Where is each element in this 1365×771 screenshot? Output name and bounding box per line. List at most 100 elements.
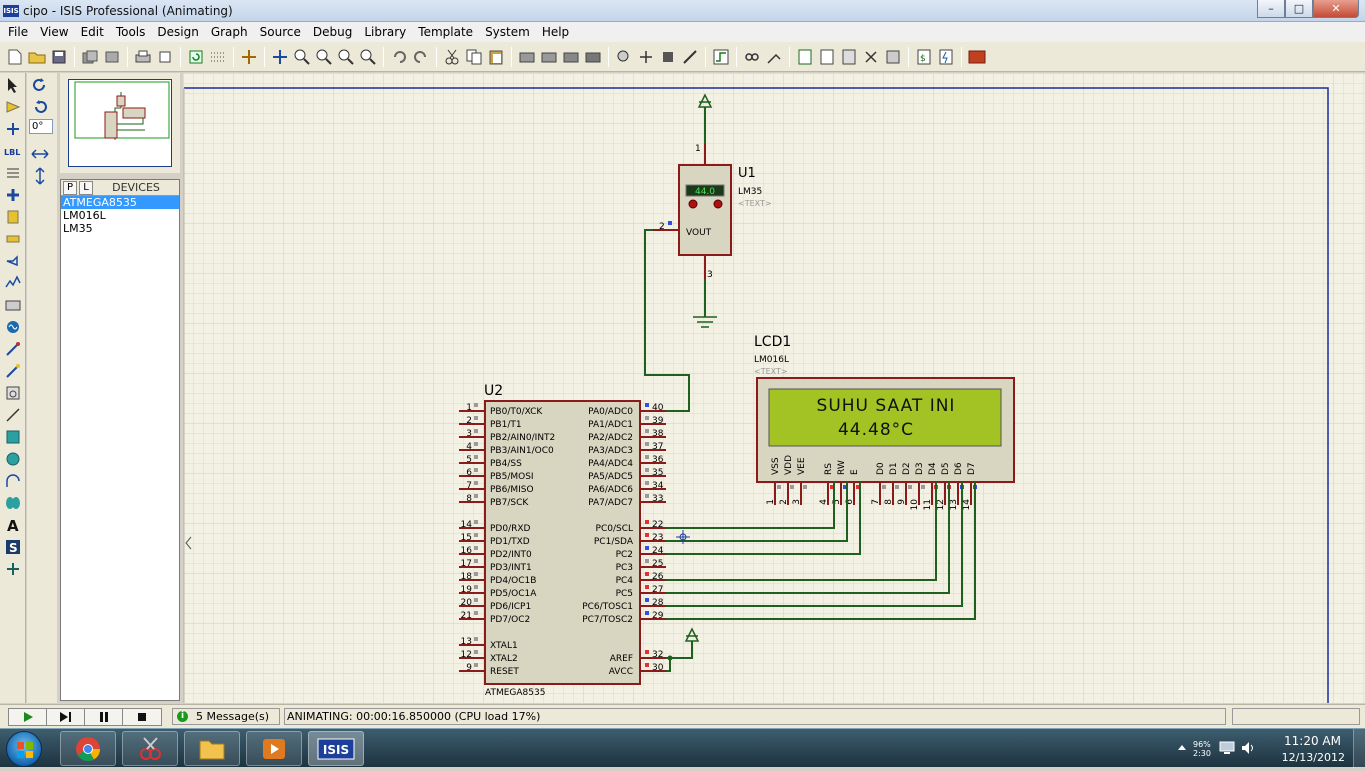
origin-icon[interactable] xyxy=(239,47,259,67)
menu-graph[interactable]: Graph xyxy=(210,25,248,39)
tape-recorder-icon[interactable] xyxy=(2,295,24,315)
open-folder-icon[interactable] xyxy=(27,47,47,67)
pick-from-library-button[interactable]: P xyxy=(63,180,77,195)
menu-help[interactable]: Help xyxy=(541,25,570,39)
package-tool-icon[interactable] xyxy=(658,47,678,67)
wire-autorouter-icon[interactable] xyxy=(711,47,731,67)
message-log-button[interactable]: i 5 Message(s) xyxy=(172,708,280,725)
new-sheet-icon[interactable] xyxy=(817,47,837,67)
zoom-in-icon[interactable] xyxy=(292,47,312,67)
menu-edit[interactable]: Edit xyxy=(80,25,104,39)
device-pins-icon[interactable] xyxy=(2,251,24,271)
pick-device-icon[interactable] xyxy=(614,47,634,67)
bill-of-materials-icon[interactable]: $ xyxy=(914,47,934,67)
menu-design[interactable]: Design xyxy=(157,25,199,39)
remove-sheet-icon[interactable] xyxy=(839,47,859,67)
symbol-icon[interactable]: S xyxy=(2,537,24,557)
selection-mode-icon[interactable] xyxy=(2,75,24,95)
menu-template[interactable]: Template xyxy=(418,25,474,39)
box-icon[interactable] xyxy=(2,427,24,447)
zoom-child-icon[interactable] xyxy=(883,47,903,67)
make-device-icon[interactable] xyxy=(636,47,656,67)
circle-icon[interactable] xyxy=(2,449,24,469)
overview-window[interactable] xyxy=(60,73,180,173)
schematic-drawing[interactable]: 1 44.0 VOUT 2 3 U1 LM35 <TEXT> xyxy=(183,73,1365,703)
cut-icon[interactable] xyxy=(442,47,462,67)
chevron-left-icon[interactable] xyxy=(185,536,192,550)
overview-preview[interactable] xyxy=(68,79,172,167)
menu-view[interactable]: View xyxy=(40,25,69,39)
block-copy-icon[interactable] xyxy=(517,47,537,67)
bus-icon[interactable] xyxy=(2,185,24,205)
decompose-icon[interactable] xyxy=(680,47,700,67)
menu-file[interactable]: File xyxy=(8,25,29,39)
clock-date[interactable]: 12/13/2012 xyxy=(1281,751,1345,764)
menu-system[interactable]: System xyxy=(485,25,530,39)
maximize-button[interactable]: □ xyxy=(1285,0,1313,18)
virtual-instruments-icon[interactable] xyxy=(2,383,24,403)
zoom-area-icon[interactable] xyxy=(358,47,378,67)
import-icon[interactable] xyxy=(80,47,100,67)
mirror-vertical-icon[interactable] xyxy=(29,166,51,186)
text-script-icon[interactable] xyxy=(2,163,24,183)
menu-tools[interactable]: Tools xyxy=(115,25,146,39)
refresh-icon[interactable] xyxy=(186,47,206,67)
block-move-icon[interactable] xyxy=(539,47,559,67)
rotate-clockwise-icon[interactable] xyxy=(29,75,51,95)
print-icon[interactable] xyxy=(133,47,153,67)
taskbar-explorer[interactable] xyxy=(184,731,240,766)
taskbar-media-player[interactable] xyxy=(246,731,302,766)
u1-lm35[interactable]: 1 44.0 VOUT 2 3 U1 LM35 <TEXT> xyxy=(653,93,772,328)
show-desktop-button[interactable] xyxy=(1353,729,1365,768)
block-delete-icon[interactable] xyxy=(583,47,603,67)
property-tool-icon[interactable] xyxy=(764,47,784,67)
grid-icon[interactable] xyxy=(208,47,228,67)
path-icon[interactable] xyxy=(2,493,24,513)
marker-icon[interactable] xyxy=(2,559,24,579)
export-icon[interactable] xyxy=(102,47,122,67)
new-file-icon[interactable] xyxy=(5,47,25,67)
u2-body[interactable] xyxy=(484,400,641,685)
generator-icon[interactable] xyxy=(2,317,24,337)
component-mode-icon[interactable] xyxy=(2,97,24,117)
volume-icon[interactable] xyxy=(1241,741,1257,755)
arc-icon[interactable] xyxy=(2,471,24,491)
zoom-out-icon[interactable] xyxy=(314,47,334,67)
device-item-lm016l[interactable]: LM016L xyxy=(63,209,106,222)
mirror-horizontal-icon[interactable] xyxy=(29,144,51,164)
undo-icon[interactable] xyxy=(389,47,409,67)
pause-button[interactable] xyxy=(85,709,123,725)
copy-icon[interactable] xyxy=(464,47,484,67)
line-icon[interactable] xyxy=(2,405,24,425)
search-icon[interactable] xyxy=(742,47,762,67)
subcircuit-icon[interactable] xyxy=(2,207,24,227)
design-explorer-icon[interactable] xyxy=(795,47,815,67)
menu-library[interactable]: Library xyxy=(364,25,407,39)
terminals-icon[interactable] xyxy=(2,229,24,249)
exit-to-parent-icon[interactable] xyxy=(861,47,881,67)
u1-increment-button[interactable] xyxy=(713,199,723,209)
schematic-canvas[interactable]: 1 44.0 VOUT 2 3 U1 LM35 <TEXT> xyxy=(183,73,1365,703)
play-button[interactable] xyxy=(9,709,47,725)
rotation-angle-field[interactable]: 0° xyxy=(29,119,53,134)
junction-dot-icon[interactable] xyxy=(2,119,24,139)
taskbar-isis[interactable]: ISIS xyxy=(308,731,364,766)
save-icon[interactable] xyxy=(49,47,69,67)
step-button[interactable] xyxy=(47,709,85,725)
start-button[interactable] xyxy=(6,731,42,767)
taskbar-snipping-tool[interactable] xyxy=(122,731,178,766)
graph-mode-icon[interactable] xyxy=(2,273,24,293)
current-probe-icon[interactable] xyxy=(2,361,24,381)
stop-button[interactable] xyxy=(123,709,161,725)
close-button[interactable]: ✕ xyxy=(1313,0,1359,18)
print-area-icon[interactable] xyxy=(155,47,175,67)
paste-icon[interactable] xyxy=(486,47,506,67)
electrical-rule-check-icon[interactable] xyxy=(936,47,956,67)
u1-decrement-button[interactable] xyxy=(688,199,698,209)
u1-body[interactable] xyxy=(678,164,732,256)
show-hidden-icons-icon[interactable] xyxy=(1177,743,1187,751)
voltage-probe-icon[interactable] xyxy=(2,339,24,359)
menu-source[interactable]: Source xyxy=(259,25,301,39)
taskbar-chrome[interactable] xyxy=(60,731,116,766)
